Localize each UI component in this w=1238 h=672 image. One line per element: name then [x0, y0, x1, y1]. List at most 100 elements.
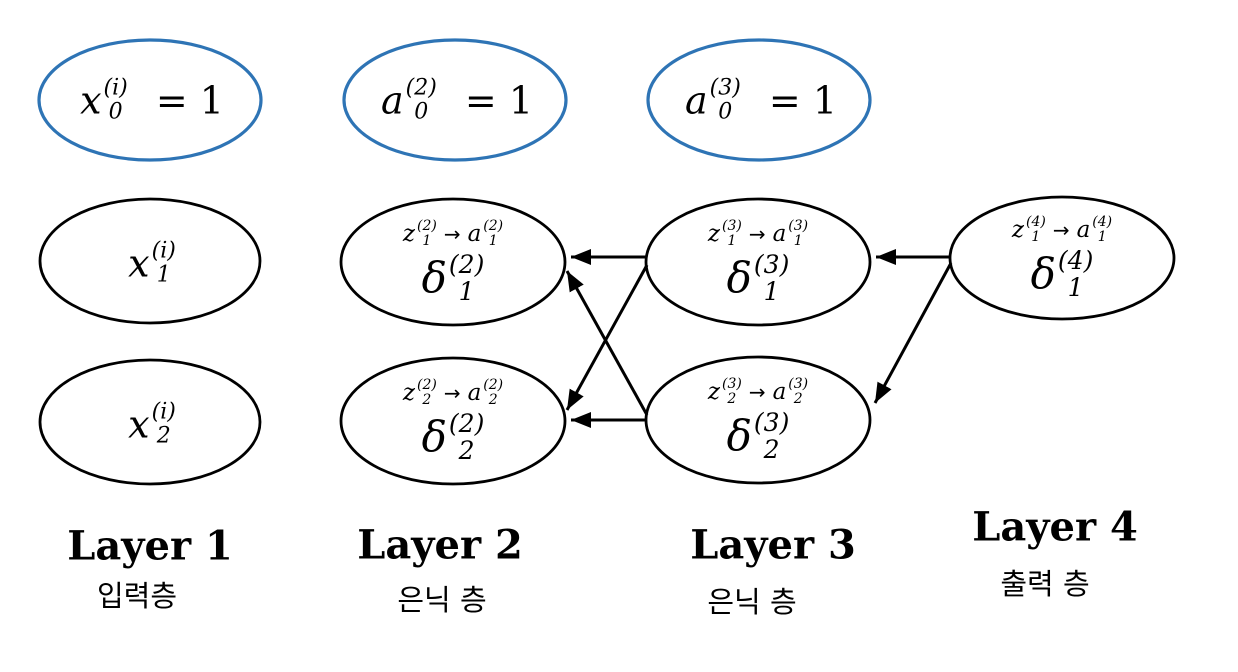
- backprop-arrow-l3n2-to-l2n1: [565, 270, 649, 416]
- bias-node-layer2-label: a (2) 0 = 1: [381, 76, 533, 124]
- backprop-arrow-l4-to-l3n2: [873, 262, 953, 404]
- equals-one-text: = 1: [768, 78, 838, 122]
- var-superscript: (i): [151, 399, 176, 425]
- delta-line: δ (2) 2: [403, 410, 503, 464]
- var-superscript: (i): [151, 238, 176, 264]
- var-superscript: (2): [416, 217, 437, 234]
- var-base: x: [128, 402, 150, 446]
- var-base: a: [467, 220, 482, 247]
- delta-line: δ (2) 1: [403, 251, 503, 305]
- var-superscript: (3): [709, 75, 741, 101]
- var-subscript: 2: [727, 391, 737, 407]
- hidden-node-3-1-ellipse: [644, 197, 872, 327]
- maps-to-arrow-icon: →: [443, 381, 461, 405]
- var-base: a: [772, 378, 787, 405]
- output-node-4-1-label: z (4) 1 → a (4) 1 δ (4) 1: [1011, 213, 1113, 301]
- var-scripts: (3) 2: [788, 376, 808, 407]
- z-to-a-line: z (3) 2 → a (3) 2: [708, 375, 809, 407]
- var-base: z: [402, 220, 415, 247]
- hidden-node-2-1-ellipse: [339, 197, 567, 327]
- layer3-title: Layer 3: [690, 521, 856, 569]
- var-scripts: (i) 0: [104, 76, 128, 124]
- var-superscript: (4): [1025, 213, 1046, 230]
- var-subscript: 0: [718, 99, 733, 124]
- var-superscript: (2): [448, 250, 485, 280]
- var-superscript: (3): [721, 375, 742, 392]
- var-subscript: 1: [1097, 229, 1107, 245]
- math-var: a (3) 0: [685, 76, 741, 124]
- var-scripts: (i) 2: [152, 400, 176, 448]
- delta-line: δ (3) 2: [708, 409, 808, 463]
- var-scripts: (2) 2: [416, 376, 437, 408]
- var-subscript: 2: [422, 392, 432, 408]
- var-superscript: (2): [483, 217, 504, 234]
- var-superscript: (2): [405, 75, 437, 101]
- var-scripts: (3) 1: [754, 251, 789, 305]
- input-node-x1-ellipse: [38, 197, 262, 325]
- math-var: z (3) 1: [708, 217, 742, 249]
- var-subscript: 2: [156, 423, 171, 448]
- math-var: z (4) 1: [1011, 213, 1046, 245]
- var-base: z: [402, 379, 415, 406]
- var-superscript: (3): [721, 217, 742, 234]
- layer4-subtitle: 출력 층: [1000, 567, 1090, 601]
- math-var: δ (4) 1: [1031, 247, 1094, 301]
- var-base: δ: [421, 412, 447, 462]
- math-var: a (2) 1: [467, 217, 504, 249]
- var-superscript: (2): [416, 376, 437, 393]
- var-scripts: (2) 1: [416, 217, 437, 249]
- var-superscript: (3): [753, 408, 790, 438]
- var-scripts: (i) 1: [152, 239, 176, 287]
- maps-to-arrow-icon: →: [1052, 218, 1070, 242]
- var-base: a: [772, 220, 787, 247]
- var-scripts: (3) 1: [721, 217, 742, 249]
- math-var: z (2) 2: [402, 376, 437, 408]
- input-node-x2-label: x (i) 2: [128, 400, 176, 448]
- var-subscript: 1: [458, 277, 475, 307]
- var-subscript: 0: [108, 99, 123, 124]
- var-scripts: (4) 1: [1092, 214, 1112, 245]
- math-var: δ (3) 2: [727, 409, 790, 463]
- math-var: δ (2) 1: [422, 251, 485, 305]
- math-var: x (i) 0: [80, 76, 128, 124]
- var-subscript: 2: [488, 392, 498, 408]
- var-scripts: (3) 2: [754, 409, 789, 463]
- z-to-a-line: z (4) 1 → a (4) 1: [1011, 213, 1113, 245]
- var-base: a: [1076, 216, 1091, 243]
- var-subscript: 2: [458, 436, 475, 466]
- maps-to-arrow-icon: →: [443, 222, 461, 246]
- maps-to-arrow-icon: →: [748, 222, 766, 246]
- var-base: x: [128, 241, 150, 285]
- var-scripts: (2) 2: [483, 377, 503, 408]
- math-var: a (4) 1: [1076, 214, 1113, 245]
- hidden-node-3-1-label: z (3) 1 → a (3) 1 δ (3) 1: [708, 217, 809, 305]
- delta-line: δ (3) 1: [708, 251, 808, 305]
- var-base: z: [1011, 216, 1024, 243]
- var-subscript: 1: [727, 233, 737, 249]
- var-subscript: 2: [793, 391, 803, 407]
- math-var: x (i) 1: [128, 239, 176, 287]
- math-var: z (3) 2: [708, 375, 742, 407]
- var-subscript: 1: [793, 233, 803, 249]
- hidden-node-2-1-label: z (2) 1 → a (2) 1 δ (2) 1: [402, 217, 504, 305]
- layer3-subtitle: 은닉 층: [707, 585, 797, 619]
- math-var: z (2) 1: [402, 217, 437, 249]
- var-scripts: (2) 1: [483, 217, 504, 249]
- var-subscript: 1: [488, 233, 498, 249]
- equals-one-text: = 1: [464, 78, 534, 122]
- var-subscript: 1: [1067, 273, 1084, 303]
- var-scripts: (3) 0: [710, 76, 741, 124]
- var-scripts: (2) 2: [449, 410, 484, 464]
- hidden-node-3-2-label: z (3) 2 → a (3) 2 δ (3) 2: [708, 375, 809, 463]
- var-superscript: (i): [103, 75, 128, 101]
- bias-node-layer3-label: a (3) 0 = 1: [685, 76, 837, 124]
- math-var: δ (2) 2: [422, 410, 485, 464]
- var-base: a: [467, 379, 482, 406]
- var-subscript: 1: [156, 262, 171, 287]
- math-var: a (3) 1: [772, 218, 809, 249]
- hidden-node-2-2-ellipse: [339, 356, 567, 486]
- var-scripts: (3) 2: [721, 375, 742, 407]
- math-var: a (3) 2: [772, 376, 809, 407]
- var-subscript: 1: [422, 233, 432, 249]
- layer4-title: Layer 4: [972, 503, 1138, 551]
